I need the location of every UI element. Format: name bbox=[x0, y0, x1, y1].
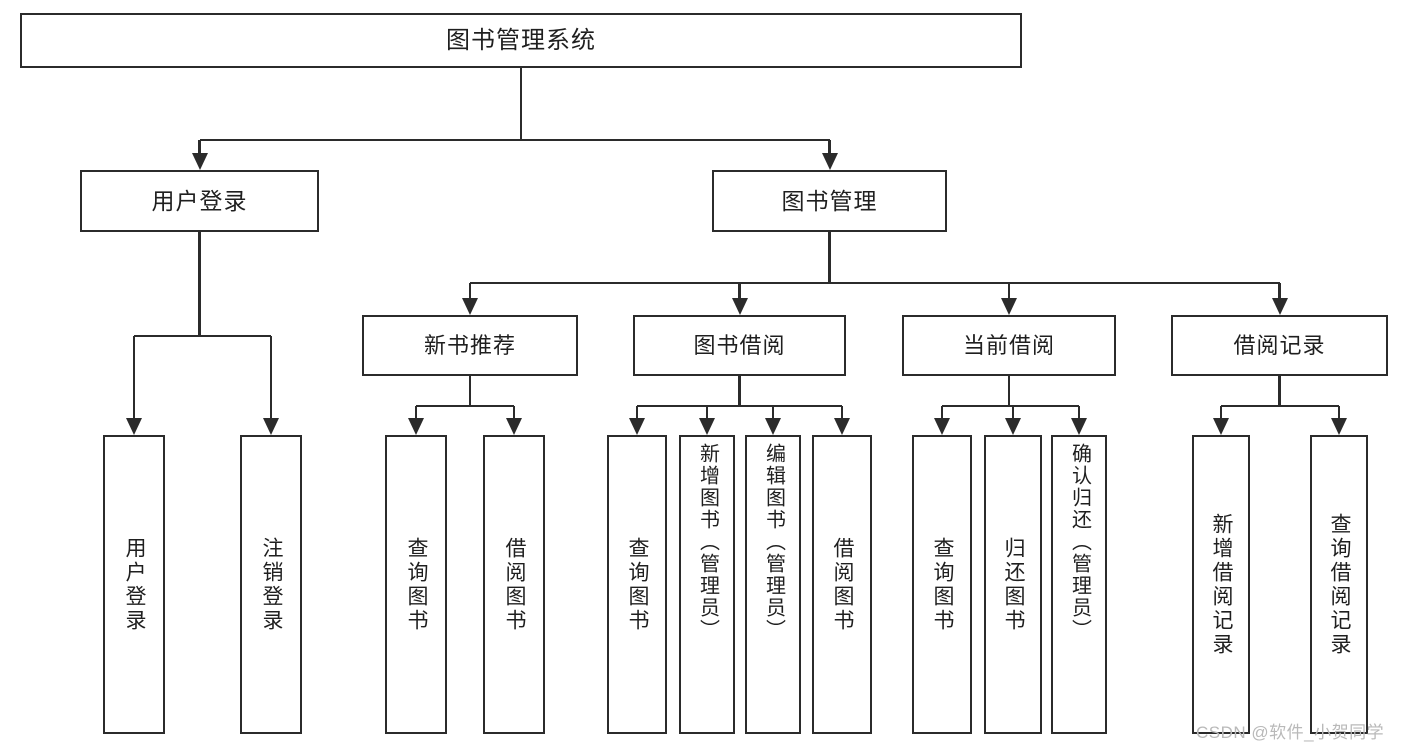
node-label: 查询图书 bbox=[405, 536, 429, 633]
arrow-head-icon bbox=[408, 418, 424, 435]
connector-leaf-drop bbox=[771, 406, 775, 418]
node-label: 新书推荐 bbox=[423, 332, 516, 358]
arrow-head-icon bbox=[934, 418, 950, 435]
node-leaf-return-book[interactable]: 归还图书 bbox=[984, 435, 1042, 734]
connector-root-bus bbox=[199, 138, 830, 142]
node-leaf-query-book-recommend[interactable]: 查询图书 bbox=[385, 435, 447, 734]
node-leaf-query-book-current[interactable]: 查询图书 bbox=[912, 435, 972, 734]
node-leaf-user-login[interactable]: 用户登录 bbox=[103, 435, 165, 734]
connector-leaf-stem bbox=[738, 376, 741, 406]
node-label: 新增图书（管理员） bbox=[696, 443, 719, 641]
node-label: 当前借阅 bbox=[962, 332, 1055, 358]
node-label: 用户登录 bbox=[123, 536, 147, 633]
arrow-head-icon bbox=[191, 153, 208, 170]
arrow-head-icon bbox=[1213, 418, 1229, 435]
node-label: 查询图书 bbox=[626, 536, 650, 633]
node-label: 新增借阅记录 bbox=[1210, 512, 1234, 657]
node-label: 用户登录 bbox=[151, 187, 248, 214]
node-label: 确认归还（管理员） bbox=[1068, 443, 1091, 641]
node-label: 图书管理系统 bbox=[446, 26, 596, 54]
node-label: 查询图书 bbox=[931, 536, 955, 633]
connector-leaf-stem bbox=[468, 376, 472, 406]
node-label: 图书管理 bbox=[781, 187, 878, 214]
connector-leaf-drop bbox=[705, 406, 709, 418]
node-book-manage[interactable]: 图书管理 bbox=[712, 170, 947, 232]
connector-leaf-stem bbox=[1007, 376, 1011, 406]
connector-leaf-drop bbox=[1077, 406, 1081, 418]
node-leaf-query-book-borrow[interactable]: 查询图书 bbox=[607, 435, 667, 734]
arrow-head-icon bbox=[462, 298, 478, 315]
connector-leaf-drop bbox=[940, 406, 944, 418]
node-leaf-add-book[interactable]: 新增图书（管理员） bbox=[679, 435, 735, 734]
node-leaf-borrow-book[interactable]: 借阅图书 bbox=[812, 435, 872, 734]
arrow-head-icon bbox=[1005, 418, 1021, 435]
arrow-head-icon bbox=[1331, 418, 1347, 435]
node-leaf-logout[interactable]: 注销登录 bbox=[240, 435, 302, 734]
connector-group-bus bbox=[470, 281, 1280, 285]
node-user-login[interactable]: 用户登录 bbox=[80, 170, 319, 232]
arrow-head-icon bbox=[765, 418, 781, 435]
node-label: 借阅图书 bbox=[831, 536, 855, 633]
node-current-borrow[interactable]: 当前借阅 bbox=[902, 315, 1116, 376]
node-leaf-edit-book[interactable]: 编辑图书（管理员） bbox=[745, 435, 801, 734]
connector-group-drop bbox=[1278, 283, 1281, 298]
connector-leaf-bus bbox=[1221, 404, 1339, 408]
node-leaf-query-borrow-record[interactable]: 查询借阅记录 bbox=[1310, 435, 1368, 734]
node-label: 查询借阅记录 bbox=[1328, 512, 1352, 657]
connector-leaf-bus bbox=[134, 334, 271, 338]
connector-group-stem bbox=[828, 232, 831, 283]
connector-leaf-drop bbox=[269, 336, 273, 418]
node-book-borrow[interactable]: 图书借阅 bbox=[633, 315, 846, 376]
connector-leaf-drop bbox=[1219, 406, 1223, 418]
arrow-head-icon bbox=[834, 418, 850, 435]
connector-leaf-drop bbox=[1337, 406, 1341, 418]
node-label: 归还图书 bbox=[1002, 536, 1026, 633]
arrow-head-icon bbox=[699, 418, 715, 435]
connector-leaf-bus bbox=[637, 404, 842, 408]
connector-leaf-drop bbox=[132, 336, 136, 418]
connector-group-drop bbox=[1007, 283, 1011, 298]
connector-leaf-stem bbox=[198, 232, 201, 336]
arrow-head-icon bbox=[731, 298, 748, 315]
connector-group-drop bbox=[468, 283, 472, 298]
connector-leaf-drop bbox=[414, 406, 418, 418]
node-label: 注销登录 bbox=[260, 536, 284, 633]
node-leaf-borrow-book-recommend[interactable]: 借阅图书 bbox=[483, 435, 545, 734]
connector-branch-drop bbox=[828, 140, 831, 153]
connector-leaf-drop bbox=[1011, 406, 1015, 418]
node-borrow-record[interactable]: 借阅记录 bbox=[1171, 315, 1388, 376]
node-new-book-recommend[interactable]: 新书推荐 bbox=[362, 315, 578, 376]
connector-leaf-bus bbox=[942, 404, 1079, 408]
node-label: 借阅记录 bbox=[1233, 332, 1326, 358]
connector-leaf-drop bbox=[635, 406, 639, 418]
connector-root-stem bbox=[519, 68, 523, 140]
node-leaf-add-borrow-record[interactable]: 新增借阅记录 bbox=[1192, 435, 1250, 734]
node-label: 编辑图书（管理员） bbox=[762, 443, 785, 641]
node-root-system[interactable]: 图书管理系统 bbox=[20, 13, 1022, 68]
arrow-head-icon bbox=[1001, 298, 1017, 315]
node-label: 图书借阅 bbox=[693, 332, 786, 358]
arrow-head-icon bbox=[1071, 418, 1087, 435]
connector-leaf-drop bbox=[840, 406, 844, 418]
connector-leaf-bus bbox=[416, 404, 514, 408]
arrow-head-icon bbox=[263, 418, 279, 435]
connector-group-drop bbox=[738, 283, 741, 298]
arrow-head-icon bbox=[1271, 298, 1288, 315]
connector-branch-drop bbox=[198, 140, 201, 153]
arrow-head-icon bbox=[126, 418, 142, 435]
arrow-head-icon bbox=[629, 418, 645, 435]
node-label: 借阅图书 bbox=[503, 536, 527, 633]
arrow-head-icon bbox=[821, 153, 838, 170]
connector-leaf-drop bbox=[512, 406, 516, 418]
node-leaf-confirm-return[interactable]: 确认归还（管理员） bbox=[1051, 435, 1107, 734]
connector-leaf-stem bbox=[1278, 376, 1281, 406]
arrow-head-icon bbox=[506, 418, 522, 435]
